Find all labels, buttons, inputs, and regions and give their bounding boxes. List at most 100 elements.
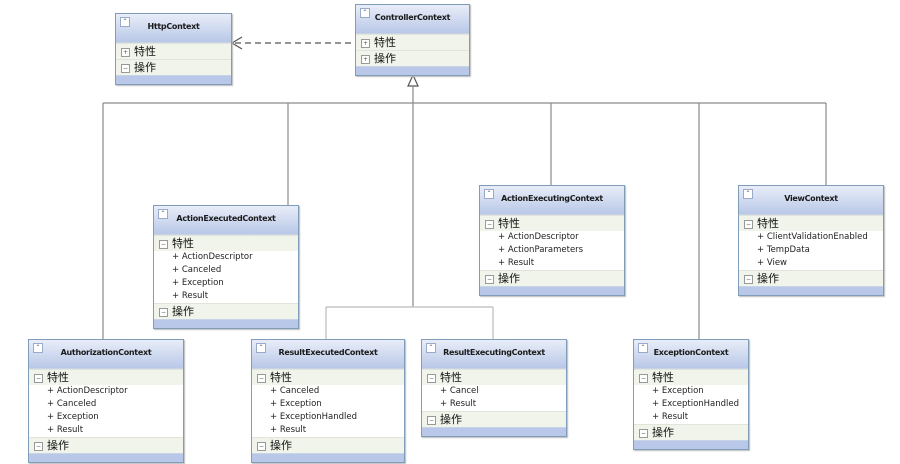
expand-icon[interactable]: + <box>121 48 130 57</box>
class-header: ⌃ ResultExecutedContext <box>252 340 404 369</box>
class-footer <box>739 286 883 295</box>
properties-section-toggle[interactable]: +特性 <box>116 43 231 59</box>
class-footer <box>480 286 624 295</box>
collapse-icon[interactable]: − <box>427 374 436 383</box>
class-box-http[interactable]: ⌃HttpContext+特性−操作 <box>115 13 232 85</box>
section-label: 操作 <box>374 52 396 65</box>
property-item: + Exception <box>252 398 404 411</box>
collapse-icon[interactable]: − <box>639 429 648 438</box>
class-name: AuthorizationContext <box>60 348 152 357</box>
class-name: ResultExecutedContext <box>278 348 378 357</box>
class-footer <box>29 453 183 462</box>
collapse-icon[interactable]: ⌃ <box>256 343 266 353</box>
operations-section-toggle[interactable]: −操作 <box>154 303 298 319</box>
class-box-authorization[interactable]: ⌃AuthorizationContext−特性+ ActionDescript… <box>28 339 184 463</box>
property-item: + ClientValidationEnabled <box>739 231 883 244</box>
properties-section-toggle[interactable]: −特性 <box>422 369 566 385</box>
class-header: ⌃ ControllerContext <box>356 5 469 34</box>
class-header: ⌃ ViewContext <box>739 186 883 215</box>
class-box-view[interactable]: ⌃ViewContext−特性+ ClientValidationEnabled… <box>738 185 884 296</box>
collapse-icon[interactable]: ⌃ <box>120 17 130 27</box>
collapse-icon[interactable]: − <box>744 220 753 229</box>
property-item: + Exception <box>154 277 298 290</box>
operations-section-toggle[interactable]: −操作 <box>422 411 566 427</box>
collapse-icon[interactable]: − <box>257 374 266 383</box>
class-footer <box>154 319 298 328</box>
collapse-icon[interactable]: ⌃ <box>158 209 168 219</box>
collapse-icon[interactable]: ⌃ <box>426 343 436 353</box>
properties-section-toggle[interactable]: −特性 <box>634 369 748 385</box>
class-box-actionExecuted[interactable]: ⌃ActionExecutedContext−特性+ ActionDescrip… <box>153 205 299 329</box>
collapse-icon[interactable]: ⌃ <box>33 343 43 353</box>
properties-section-toggle[interactable]: −特性 <box>154 235 298 251</box>
collapse-icon[interactable]: ⌃ <box>638 343 648 353</box>
property-item: + Result <box>634 411 748 424</box>
section-label: 特性 <box>47 371 69 384</box>
collapse-icon[interactable]: − <box>159 308 168 317</box>
property-item: + Exception <box>634 385 748 398</box>
class-header: ⌃ ActionExecutingContext <box>480 186 624 215</box>
class-name: ResultExecutingContext <box>443 348 545 357</box>
property-item: + Canceled <box>154 264 298 277</box>
class-box-resultExecuted[interactable]: ⌃ResultExecutedContext−特性+ Canceled+ Exc… <box>251 339 405 463</box>
section-label: 特性 <box>757 217 779 230</box>
class-name: ControllerContext <box>374 13 451 22</box>
property-item: + Result <box>252 424 404 437</box>
class-name: ActionExecutedContext <box>176 214 276 223</box>
collapse-icon[interactable]: ⌃ <box>360 8 370 18</box>
property-item: + Result <box>480 257 624 270</box>
properties-section-toggle[interactable]: + 特性 <box>356 34 469 50</box>
section-label: 操作 <box>757 272 779 285</box>
properties-section-toggle[interactable]: −特性 <box>480 215 624 231</box>
collapse-icon[interactable]: − <box>257 442 266 451</box>
collapse-icon[interactable]: − <box>639 374 648 383</box>
class-header: ⌃ HttpContext <box>116 14 231 43</box>
class-footer <box>356 66 469 75</box>
expand-icon[interactable]: + <box>361 55 370 64</box>
class-footer <box>634 440 748 449</box>
class-box-resultExecuting[interactable]: ⌃ResultExecutingContext−特性+ Cancel+ Resu… <box>421 339 567 437</box>
section-label: 特性 <box>374 36 396 49</box>
property-item: + Result <box>154 290 298 303</box>
operations-section-toggle[interactable]: −操作 <box>29 437 183 453</box>
property-item: + Result <box>422 398 566 411</box>
operations-section-toggle[interactable]: −操作 <box>252 437 404 453</box>
properties-section-toggle[interactable]: −特性 <box>252 369 404 385</box>
collapse-icon[interactable]: − <box>485 220 494 229</box>
property-item: + ActionParameters <box>480 244 624 257</box>
section-label: 操作 <box>652 426 674 439</box>
collapse-icon[interactable]: − <box>121 64 130 73</box>
dependency-arrowhead <box>230 36 243 50</box>
expand-icon[interactable]: + <box>361 39 370 48</box>
inheritance-arrowhead <box>407 73 419 87</box>
operations-section-toggle[interactable]: −操作 <box>480 270 624 286</box>
collapse-icon[interactable]: − <box>427 416 436 425</box>
property-item: + ExceptionHandled <box>634 398 748 411</box>
section-label: 操作 <box>498 272 520 285</box>
class-name: ActionExecutingContext <box>501 194 603 203</box>
properties-section-toggle[interactable]: −特性 <box>29 369 183 385</box>
operations-section-toggle[interactable]: + 操作 <box>356 50 469 66</box>
collapse-icon[interactable]: − <box>159 240 168 249</box>
operations-section-toggle[interactable]: −操作 <box>634 424 748 440</box>
operations-section-toggle[interactable]: −操作 <box>739 270 883 286</box>
class-name: ExceptionContext <box>653 348 729 357</box>
operations-section-toggle[interactable]: −操作 <box>116 59 231 75</box>
section-label: 特性 <box>498 217 520 230</box>
class-name: ViewContext <box>784 194 838 203</box>
collapse-icon[interactable]: − <box>485 275 494 284</box>
collapse-icon[interactable]: − <box>34 374 43 383</box>
property-item: + TempData <box>739 244 883 257</box>
properties-section-toggle[interactable]: −特性 <box>739 215 883 231</box>
class-box-controller[interactable]: ⌃ ControllerContext + 特性 + 操作 <box>355 4 470 76</box>
collapse-icon[interactable]: ⌃ <box>743 189 753 199</box>
property-item: + View <box>739 257 883 270</box>
class-name: HttpContext <box>147 22 200 31</box>
collapse-icon[interactable]: ⌃ <box>484 189 494 199</box>
collapse-icon[interactable]: − <box>744 275 753 284</box>
collapse-icon[interactable]: − <box>34 442 43 451</box>
section-label: 操作 <box>134 61 156 74</box>
property-item: + ExceptionHandled <box>252 411 404 424</box>
class-box-exception[interactable]: ⌃ ExceptionContext −特性+ Exception+ Excepti… <box>633 339 749 450</box>
class-box-actionExecuting[interactable]: ⌃ActionExecutingContext−特性+ ActionDescri… <box>479 185 625 296</box>
